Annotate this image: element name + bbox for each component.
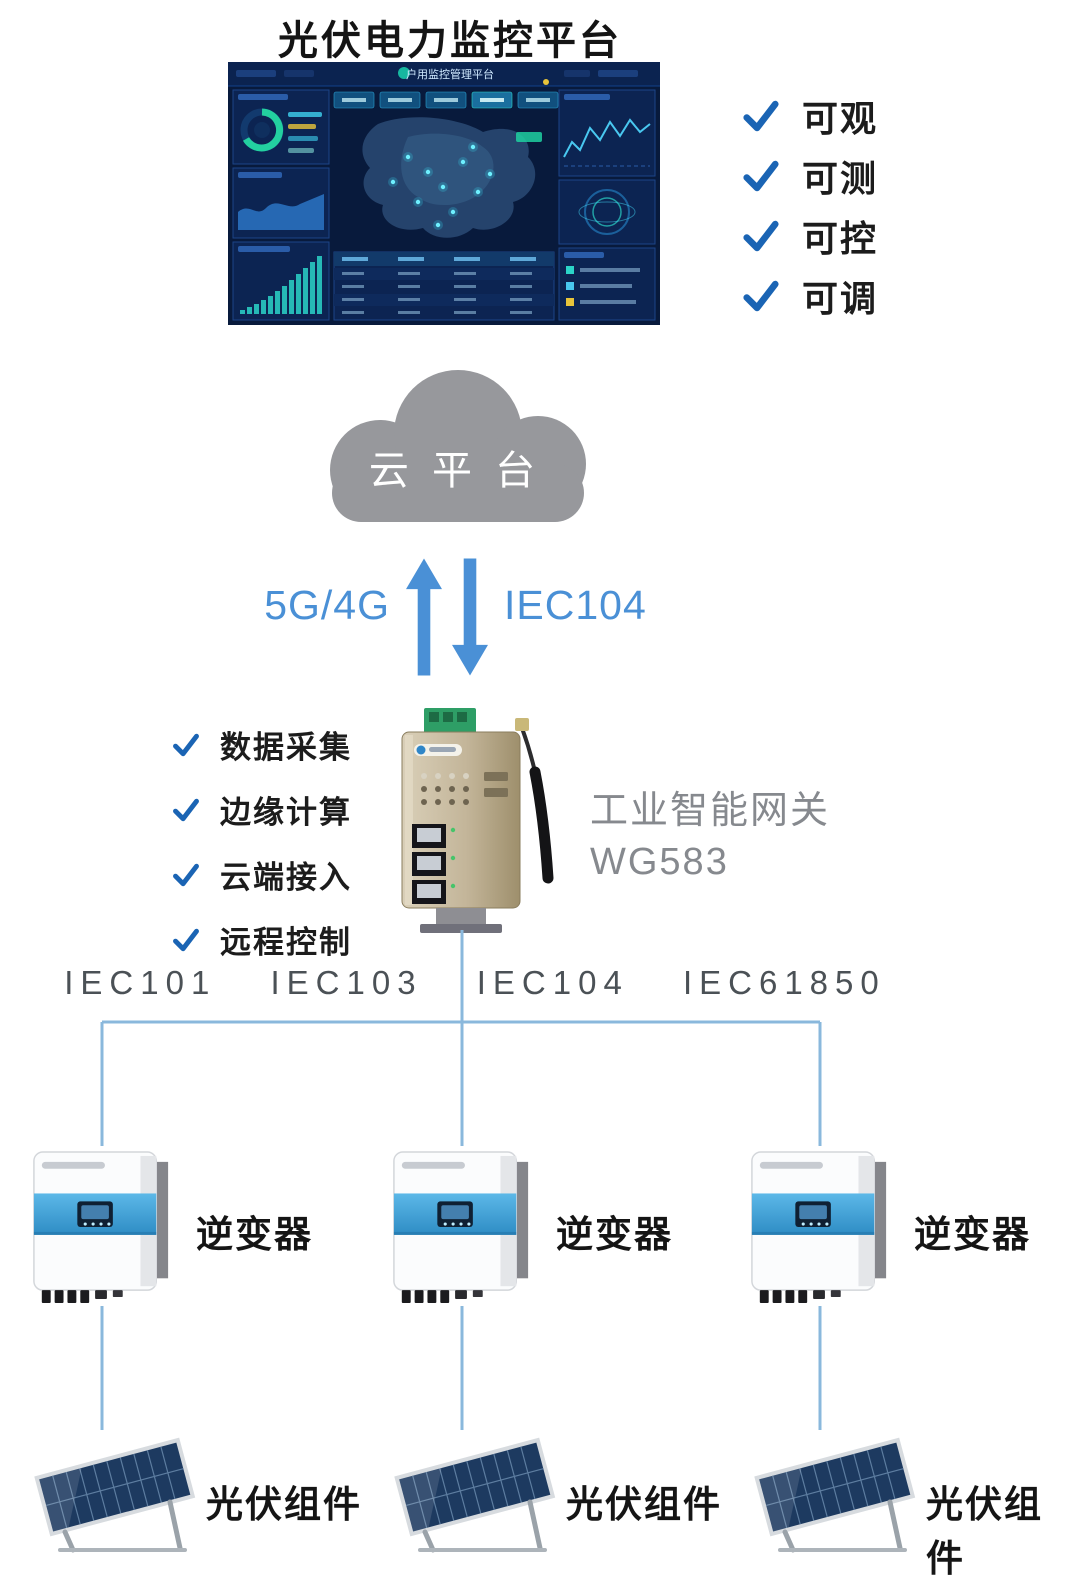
feature-item: 可观 bbox=[742, 86, 878, 146]
pv-panel-label: 光伏组件 bbox=[926, 1484, 1043, 1579]
feature-item: 云端接入 bbox=[172, 842, 352, 907]
inverter-image bbox=[393, 1151, 529, 1304]
check-icon bbox=[173, 863, 199, 886]
cloud-label: 云 平 台 bbox=[368, 449, 542, 493]
pv-panel-label: 光伏组件 bbox=[566, 1484, 722, 1525]
check-icon bbox=[173, 798, 199, 821]
feature-label: 数据采集 bbox=[220, 730, 352, 765]
check-icon bbox=[173, 928, 199, 951]
feature-item: 边缘计算 bbox=[172, 777, 352, 842]
inverter-device bbox=[388, 1148, 536, 1306]
protocol-list: IEC101 IEC103 IEC104 IEC61850 bbox=[64, 964, 886, 1001]
inverter-image bbox=[33, 1151, 169, 1304]
feature-label: 可控 bbox=[802, 218, 879, 259]
gateway-name: 工业智能网关 WG583 bbox=[590, 786, 830, 889]
inverter-device bbox=[28, 1148, 176, 1306]
pv-panel-image bbox=[750, 1428, 920, 1553]
gateway-name-line1: 工业智能网关 bbox=[590, 790, 831, 832]
gateway-image bbox=[372, 698, 572, 948]
inverter-label: 逆变器 bbox=[196, 1214, 313, 1255]
dashboard-screenshot: 户用监控管理平台 bbox=[228, 62, 660, 325]
inverter-label: 逆变器 bbox=[556, 1214, 673, 1255]
dashboard-image: 户用监控管理平台 bbox=[228, 62, 660, 325]
uplink-arrow-icon bbox=[406, 558, 442, 676]
inverter-image bbox=[751, 1151, 887, 1304]
pv-panel-label: 光伏组件 bbox=[206, 1484, 362, 1525]
inverter-device bbox=[746, 1148, 894, 1306]
feature-item: 可调 bbox=[742, 266, 878, 326]
platform-features: 可观 可测 可控 可调 bbox=[742, 86, 878, 326]
feature-item: 可测 bbox=[742, 146, 878, 206]
check-icon bbox=[743, 100, 779, 132]
feature-label: 云端接入 bbox=[220, 860, 352, 895]
uplink-label: 5G/4G bbox=[264, 582, 390, 628]
feature-label: 可观 bbox=[802, 98, 879, 139]
pv-panel-image bbox=[390, 1428, 560, 1553]
downlink-arrow-icon bbox=[452, 558, 488, 676]
feature-item: 远程控制 bbox=[172, 907, 352, 972]
feature-label: 可调 bbox=[802, 278, 879, 319]
check-icon bbox=[743, 160, 779, 192]
inverter-label: 逆变器 bbox=[914, 1214, 1031, 1255]
pv-panel bbox=[750, 1428, 920, 1553]
check-icon bbox=[173, 733, 199, 756]
feature-label: 可测 bbox=[802, 158, 879, 199]
check-icon bbox=[743, 280, 779, 312]
dashboard-title: 户用监控管理平台 bbox=[406, 67, 494, 81]
feature-label: 远程控制 bbox=[220, 925, 352, 960]
downlink-label: IEC104 bbox=[504, 582, 647, 628]
cloud-icon bbox=[330, 370, 586, 522]
gateway-device bbox=[372, 698, 572, 948]
feature-label: 边缘计算 bbox=[220, 795, 352, 830]
check-icon bbox=[743, 220, 779, 252]
feature-item: 数据采集 bbox=[172, 712, 352, 777]
cloud-platform: 云 平 台 bbox=[290, 352, 620, 542]
gateway-name-line2: WG583 bbox=[590, 841, 729, 884]
pv-panel bbox=[30, 1428, 200, 1553]
pv-panel bbox=[390, 1428, 560, 1553]
gateway-features: 数据采集 边缘计算 云端接入 远程控制 bbox=[172, 712, 352, 972]
page-title: 光伏电力监控平台 bbox=[278, 19, 622, 63]
feature-item: 可控 bbox=[742, 206, 878, 266]
pv-panel-image bbox=[30, 1428, 200, 1553]
